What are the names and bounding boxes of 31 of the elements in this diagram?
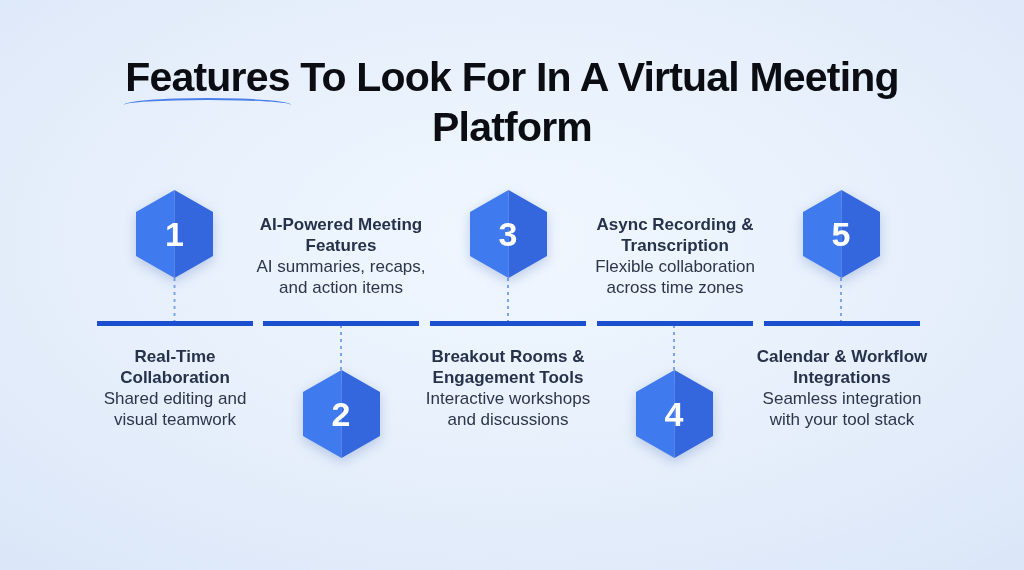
feature-heading: Async Recording & Transcription xyxy=(596,215,754,255)
dashed-connector xyxy=(840,277,842,322)
feature-description: Flexible collaboration across time zones xyxy=(595,257,755,297)
hexagon xyxy=(635,370,713,458)
feature-heading: AI-Powered Meeting Features xyxy=(259,215,423,255)
dashed-connector xyxy=(173,277,176,322)
timeline-bar xyxy=(597,321,753,326)
feature-description: Seamless integration with your tool stack xyxy=(762,389,922,429)
feature-description: Interactive workshops and discussions xyxy=(425,389,591,429)
feature-description: AI summaries, recaps, and action items xyxy=(256,257,426,297)
timeline-bar xyxy=(97,321,253,326)
dashed-connector xyxy=(340,325,342,371)
hexagon xyxy=(302,370,380,458)
step-number: 1 xyxy=(165,217,184,251)
title: Features To Look For In A Virtual Meeting Platform xyxy=(124,53,900,152)
feature-heading: Calendar & Workflow Integrations xyxy=(756,347,928,387)
timeline-bar xyxy=(764,321,920,326)
feature-description: Shared editing and visual teamwork xyxy=(103,389,247,429)
hexagon xyxy=(136,190,213,278)
dashed-connector xyxy=(507,277,509,322)
step-number: 5 xyxy=(831,217,851,251)
feature-heading: Real-Time Collaboration xyxy=(120,347,230,387)
feature-heading: Breakout Rooms & Engagement Tools xyxy=(431,347,585,387)
timeline-bar xyxy=(263,321,419,326)
dashed-connector xyxy=(673,325,675,371)
hexagon xyxy=(469,190,547,278)
timeline-bar xyxy=(430,321,586,326)
step-number: 3 xyxy=(498,217,518,251)
step-number: 2 xyxy=(331,397,351,431)
step-number: 4 xyxy=(664,397,684,431)
hexagon xyxy=(802,190,880,278)
